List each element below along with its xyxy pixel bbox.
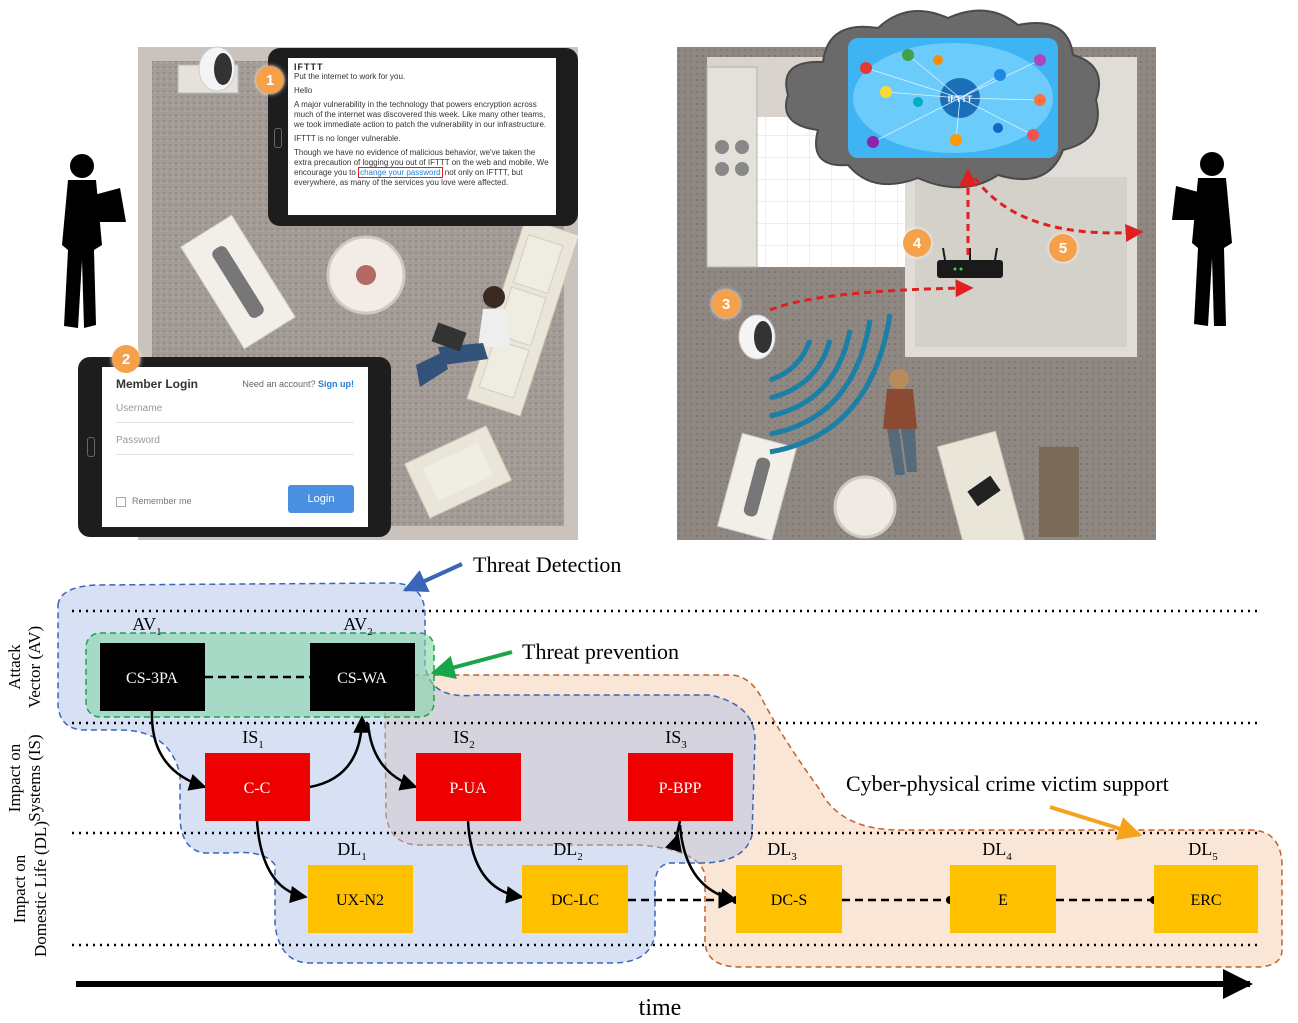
child-figure <box>883 369 917 475</box>
attack-path-arrows <box>769 168 1144 312</box>
tablet-home-button-2[interactable] <box>87 437 95 457</box>
step-4-badge: 4 <box>903 229 931 257</box>
node-dc-lc-label: DC-LC <box>551 892 599 909</box>
signup-link[interactable]: Sign up! <box>318 379 354 389</box>
tag-dl5: DL5 <box>1188 839 1218 863</box>
tag-dl4: DL4 <box>982 839 1012 863</box>
step-5-badge: 5 <box>1049 234 1077 262</box>
email-paragraph-3a: Though we have no evidence of malicious … <box>294 148 549 177</box>
node-cs-3pa <box>100 643 205 711</box>
login-title: Member Login <box>116 377 199 391</box>
row-label-dl-1: Impact on <box>10 854 29 923</box>
node-c-c <box>205 753 310 821</box>
signup-prompt: Need an account? Sign up! <box>242 379 354 389</box>
row-label-av-1: Attack <box>5 644 24 690</box>
tag-av2: AV2 <box>343 614 372 638</box>
row-label-av-2: Vector (AV) <box>25 626 44 708</box>
node-cs-wa-label: CS-WA <box>337 670 387 687</box>
tag-dl2: DL2 <box>553 839 583 863</box>
detection-callout-arrow <box>402 562 463 592</box>
email-paragraph-2: IFTTT is no longer vulnerable. <box>294 134 401 143</box>
node-p-bpp-label: P-BPP <box>659 780 702 797</box>
tag-dl1: DL1 <box>337 839 367 863</box>
ifttt-cloud: IFTTT <box>785 9 1101 189</box>
woman-with-tablet <box>416 286 510 387</box>
node-cs-3pa-label: CS-3PA <box>126 670 178 687</box>
node-dc-s-label: DC-S <box>771 892 807 909</box>
victim-support-region <box>384 674 1283 968</box>
node-p-ua-label: P-UA <box>449 780 487 797</box>
node-connectors <box>150 675 1152 909</box>
threat-diagram: Attack Vector (AV) Impact on Systems (IS… <box>5 552 1283 1021</box>
smart-speaker-icon <box>198 46 236 92</box>
remember-me-label: Remember me <box>132 496 192 507</box>
tag-dl3: DL3 <box>767 839 797 863</box>
row-label-is-1: Impact on <box>5 743 24 812</box>
tag-av1: AV1 <box>132 614 161 638</box>
node-ux-n2-label: UX-N2 <box>336 892 384 909</box>
smart-speaker-icon-2 <box>738 314 776 360</box>
node-e-label: E <box>998 892 1008 909</box>
tag-is2: IS2 <box>453 727 475 751</box>
tablet-login: Member Login Need an account? Sign up! U… <box>78 357 391 537</box>
node-e <box>950 865 1056 933</box>
login-screen: Member Login Need an account? Sign up! U… <box>102 367 368 527</box>
step-1-badge: 1 <box>256 66 284 94</box>
router-icon <box>937 248 1003 278</box>
node-erc-label: ERC <box>1190 892 1221 909</box>
email-paragraph-3b: not only on IFTTT, but everywhere, as ma… <box>294 168 523 187</box>
support-callout-arrow <box>1049 805 1143 841</box>
email-tagline: Put the internet to work for you. <box>294 72 406 81</box>
username-field[interactable]: Username <box>116 391 354 423</box>
checkbox-icon[interactable] <box>116 497 126 507</box>
tag-is1: IS1 <box>242 727 264 751</box>
sound-waves <box>769 313 893 455</box>
tag-is3: IS3 <box>665 727 687 751</box>
node-p-bpp <box>628 753 733 821</box>
need-account-text: Need an account? <box>242 379 316 389</box>
email-screen: IFTTT Put the internet to work for you. … <box>288 58 556 215</box>
node-ux-n2 <box>308 865 413 933</box>
tablet-email: IFTTT Put the internet to work for you. … <box>268 48 578 226</box>
node-cs-wa <box>310 643 415 711</box>
change-password-link[interactable]: change your password <box>358 167 443 178</box>
threat-prevention-label: Threat prevention <box>522 639 679 664</box>
node-c-c-label: C-C <box>244 780 271 797</box>
email-paragraph-3: Though we have no evidence of malicious … <box>294 148 550 188</box>
attacker-silhouette-right <box>1172 152 1232 326</box>
node-dc-s <box>736 865 842 933</box>
row-label-is-2: Systems (IS) <box>25 734 44 821</box>
victim-support-label: Cyber-physical crime victim support <box>846 771 1169 796</box>
node-dc-lc <box>522 865 628 933</box>
login-button[interactable]: Login <box>288 485 354 513</box>
remember-me[interactable]: Remember me <box>116 496 192 507</box>
threat-detection-label: Threat Detection <box>473 552 621 577</box>
email-paragraph-1: A major vulnerability in the technology … <box>294 100 547 129</box>
step-2-badge: 2 <box>112 345 140 373</box>
row-separators <box>72 609 1260 947</box>
prevention-callout-arrow <box>430 650 513 680</box>
step-3-badge: 3 <box>712 290 740 318</box>
password-field[interactable]: Password <box>116 423 354 455</box>
node-erc <box>1154 865 1258 933</box>
row-label-dl-2: Domestic Life (DL) <box>31 821 50 957</box>
node-p-ua <box>416 753 521 821</box>
email-brand: IFTTT <box>294 62 324 72</box>
tablet-home-button[interactable] <box>274 128 282 148</box>
time-axis-label: time <box>639 995 682 1021</box>
attacker-silhouette-left <box>62 154 126 328</box>
email-greeting: Hello <box>294 86 313 95</box>
